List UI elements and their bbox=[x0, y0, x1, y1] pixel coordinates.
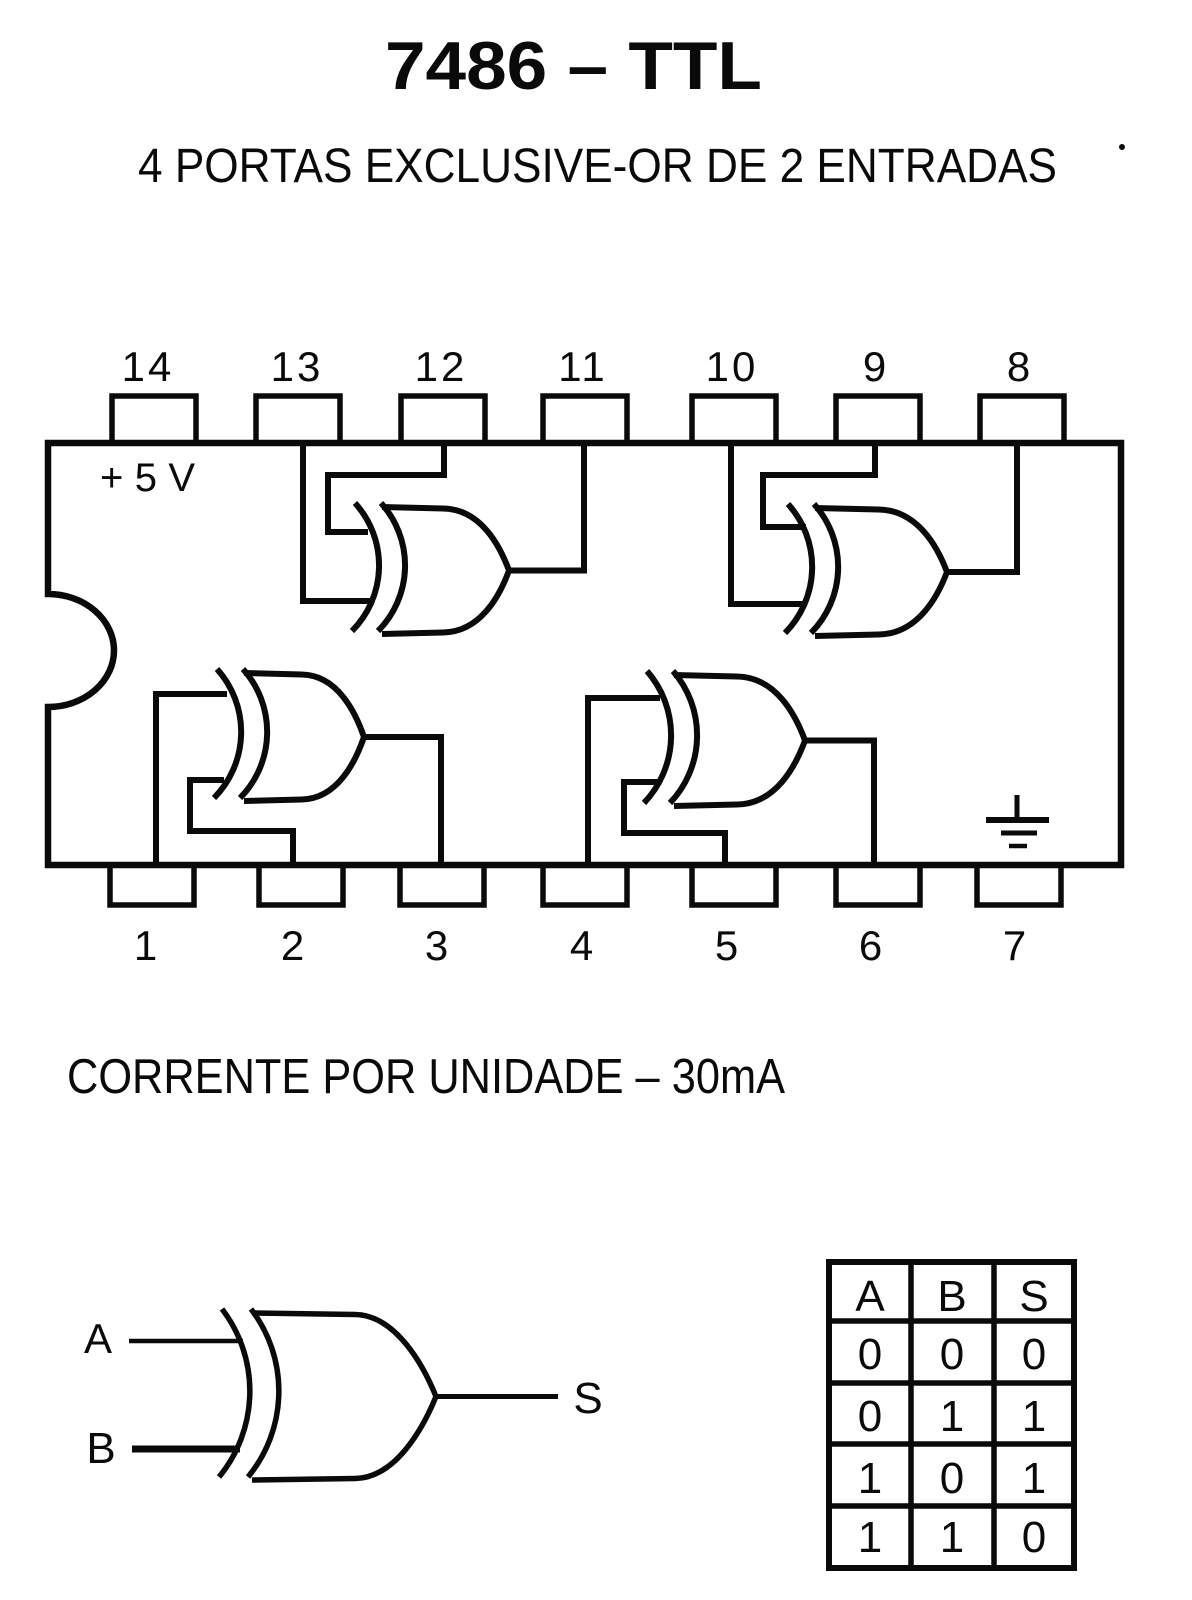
svg-text:1: 1 bbox=[1022, 1392, 1046, 1441]
svg-text:4 PORTAS EXCLUSIVE-OR DE 2 ENT: 4 PORTAS EXCLUSIVE-OR DE 2 ENTRADAS bbox=[138, 140, 1057, 193]
svg-text:1: 1 bbox=[134, 922, 160, 969]
svg-text:0: 0 bbox=[858, 1392, 882, 1441]
svg-text:+5V: +5V bbox=[100, 456, 195, 500]
svg-text:0: 0 bbox=[858, 1330, 882, 1379]
svg-text:5: 5 bbox=[715, 922, 741, 969]
svg-text:2: 2 bbox=[281, 922, 307, 969]
svg-text:1: 1 bbox=[940, 1392, 964, 1441]
svg-text:11: 11 bbox=[558, 343, 608, 390]
svg-text:9: 9 bbox=[863, 343, 889, 390]
svg-text:0: 0 bbox=[940, 1330, 964, 1379]
svg-text:7486 – TTL: 7486 – TTL bbox=[385, 28, 762, 104]
svg-text:7: 7 bbox=[1003, 922, 1029, 969]
svg-text:B: B bbox=[937, 1272, 966, 1321]
svg-text:4: 4 bbox=[570, 922, 596, 969]
svg-text:0: 0 bbox=[1022, 1513, 1046, 1562]
svg-text:0: 0 bbox=[1022, 1330, 1046, 1379]
svg-text:3: 3 bbox=[425, 922, 451, 969]
svg-text:1: 1 bbox=[1022, 1454, 1046, 1503]
svg-text:1: 1 bbox=[858, 1454, 882, 1503]
svg-text:12: 12 bbox=[415, 343, 468, 390]
svg-text:1: 1 bbox=[940, 1513, 964, 1562]
svg-text:B: B bbox=[86, 1424, 115, 1473]
svg-text:CORRENTE POR UNIDADE – 30mA: CORRENTE POR UNIDADE – 30mA bbox=[67, 1050, 785, 1104]
svg-text:A: A bbox=[855, 1272, 885, 1321]
svg-text:13: 13 bbox=[271, 343, 324, 390]
svg-text:10: 10 bbox=[706, 343, 759, 390]
svg-text:S: S bbox=[573, 1374, 602, 1423]
svg-text:0: 0 bbox=[940, 1454, 964, 1503]
svg-text:8: 8 bbox=[1007, 343, 1033, 390]
svg-text:A: A bbox=[84, 1315, 112, 1362]
svg-text:6: 6 bbox=[859, 922, 885, 969]
svg-text:14: 14 bbox=[122, 343, 175, 390]
svg-text:1: 1 bbox=[858, 1513, 882, 1562]
svg-text:S: S bbox=[1019, 1272, 1048, 1321]
